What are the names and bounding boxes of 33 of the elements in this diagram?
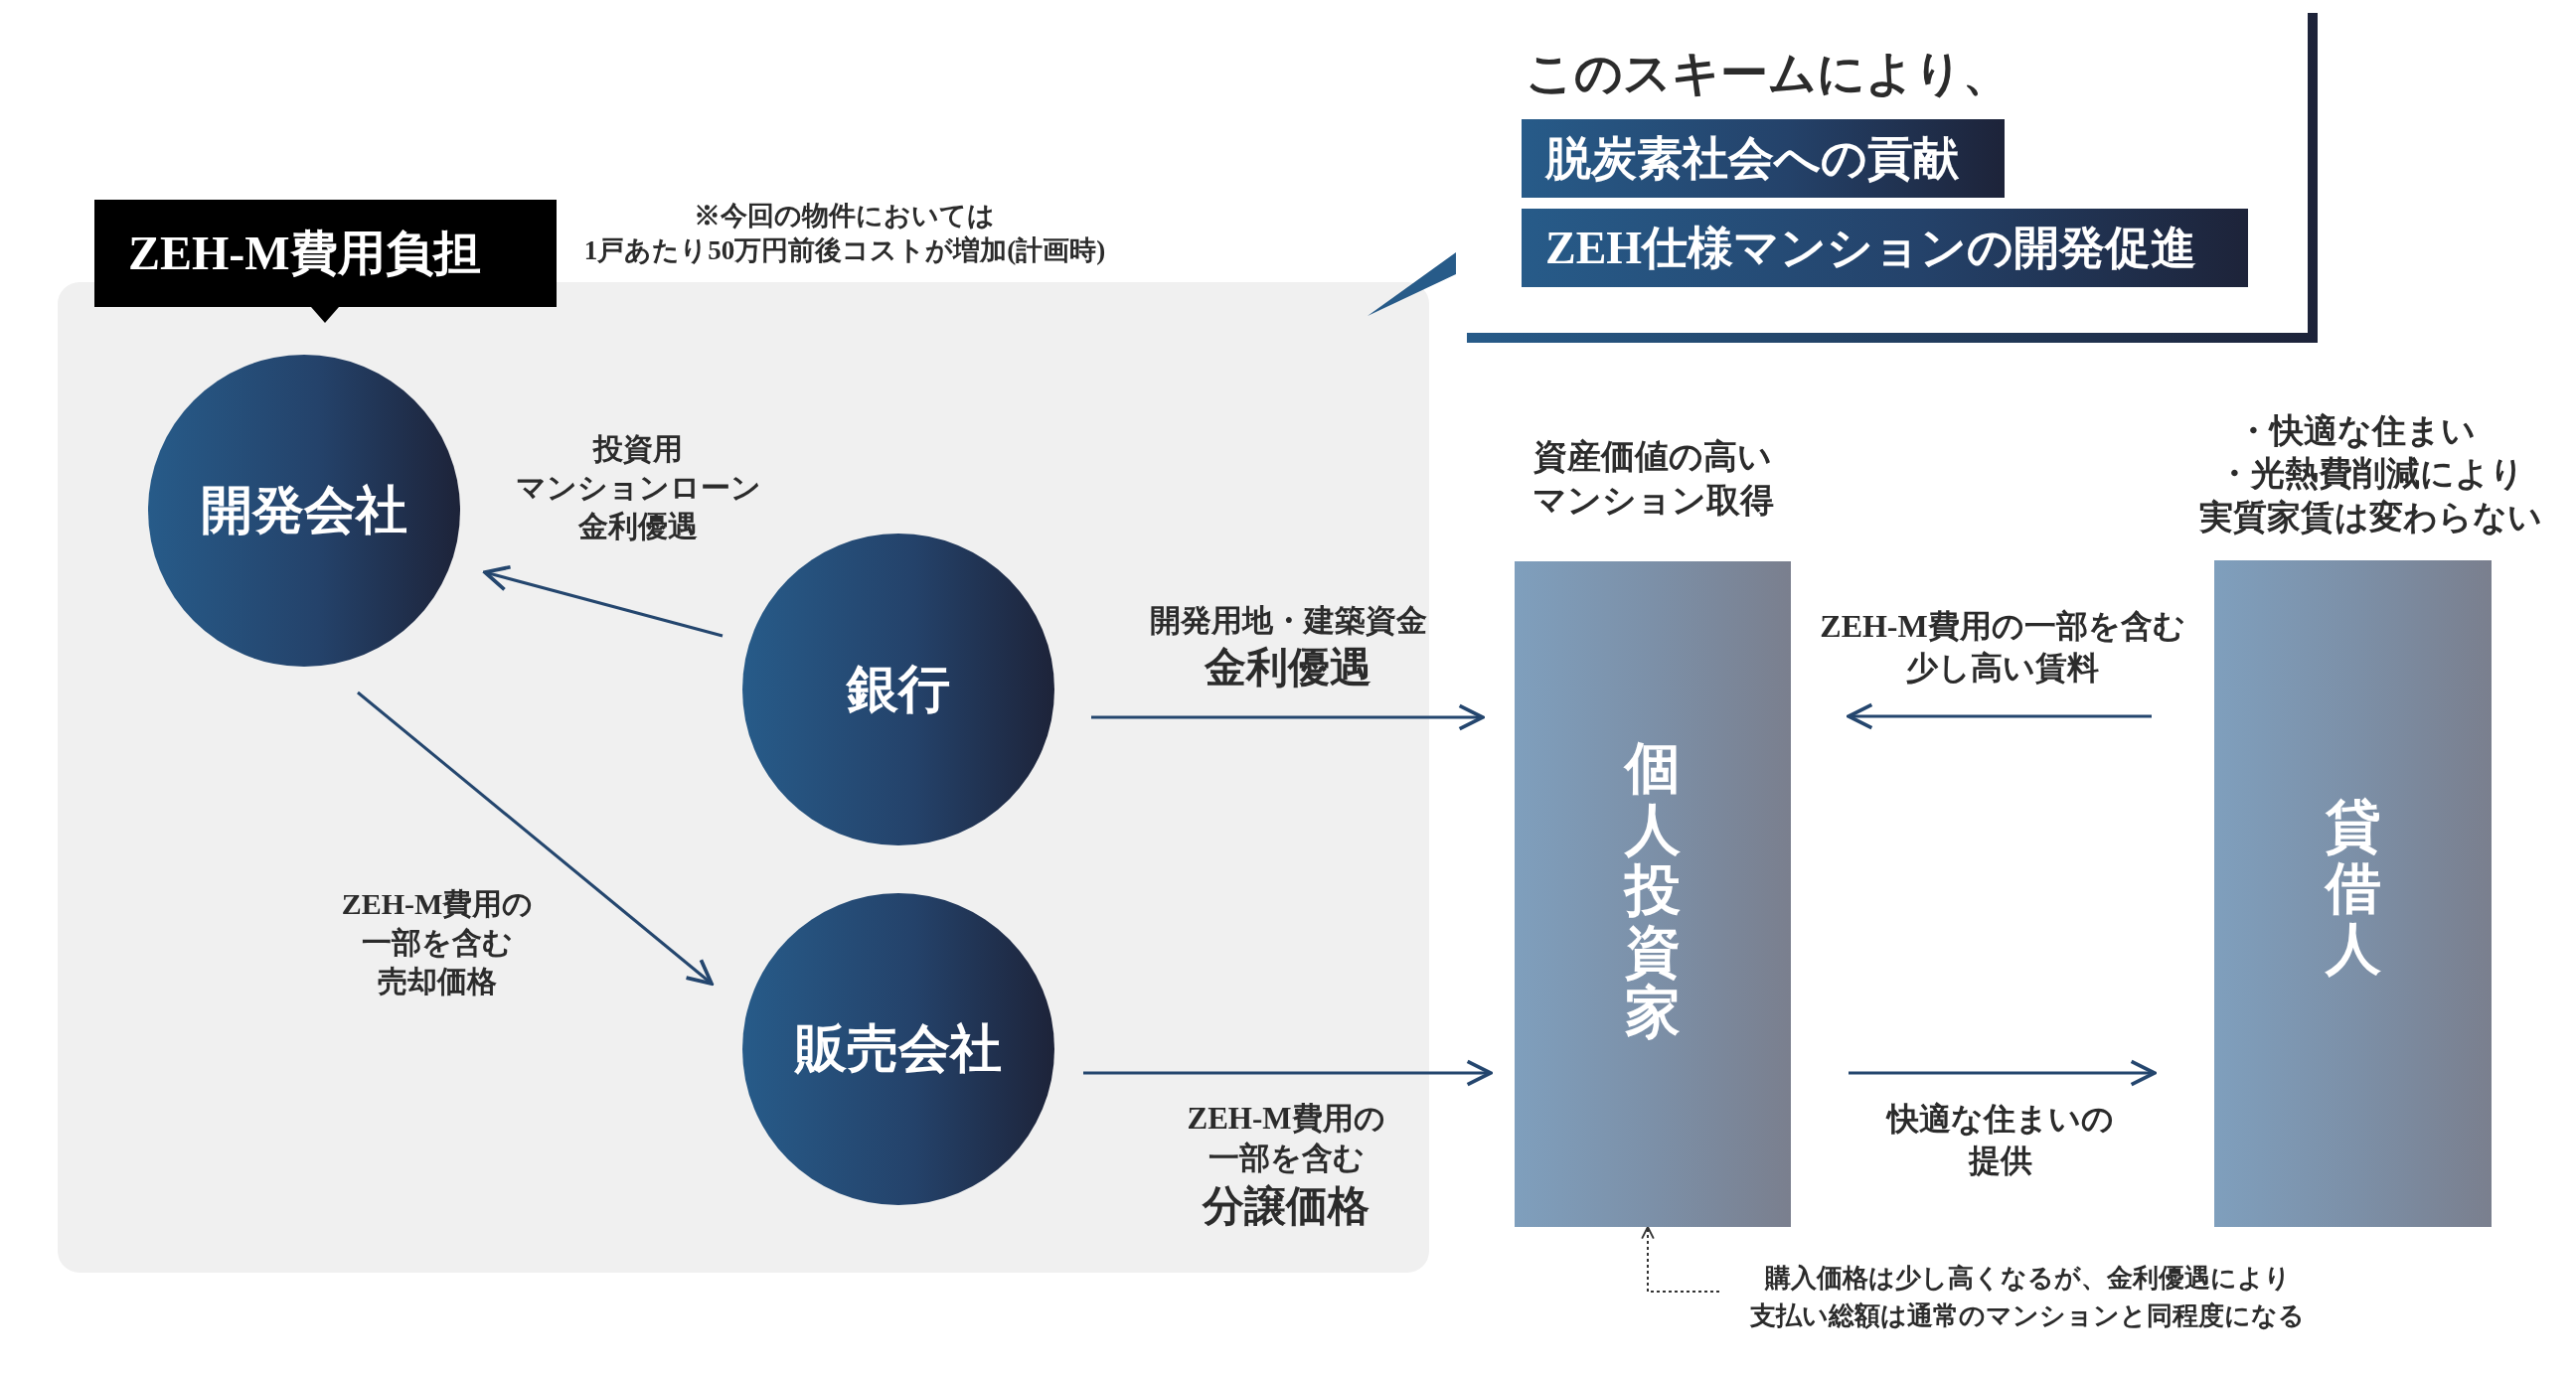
- node-caption: 資産価値の高いマンション取得: [1531, 437, 1774, 522]
- panel-background: [58, 282, 1429, 1273]
- dotted-arrow: [1641, 1226, 1720, 1293]
- organization-name: 販売会社: [795, 1019, 1002, 1079]
- note-text: 購入価格は少し高くなるが、金利優遇により支払い総額は通常のマンションと同程度になる: [1749, 1263, 2306, 1332]
- badge-label: ZEH-M費用負担: [128, 226, 481, 281]
- edge-label: 投資用マンションローン金利優遇: [515, 431, 761, 544]
- edge-label: ZEH-M費用の一部を含む分譲価格: [1187, 1100, 1385, 1231]
- highlight-banner: [1522, 119, 2005, 198]
- party-bar: [2214, 560, 2492, 1227]
- arrow: [1083, 1059, 1493, 1087]
- organization-name: 銀行: [847, 660, 950, 719]
- node-caption: ・快適な住まい: [2235, 411, 2476, 451]
- highlight-banner: [1522, 209, 2248, 287]
- edge-label: ZEH-M費用の一部を含む売却価格: [341, 886, 534, 999]
- party-bar: [1515, 561, 1791, 1227]
- edge-label: 快適な住まいの提供: [1887, 1100, 2114, 1180]
- banner-label: 脱炭素社会への貢献: [1545, 131, 1959, 186]
- arrow: [1847, 702, 2152, 730]
- heading-text: このスキームにより、: [1526, 46, 2011, 101]
- organization-name: 開発会社: [201, 481, 407, 540]
- party-name: 貸借人: [2325, 797, 2381, 981]
- arrow: [1091, 703, 1485, 731]
- node-caption: ※今回の物件においては1戸あたり50万円前後コストが増加(計画時): [583, 200, 1106, 268]
- label-badge: [94, 200, 557, 307]
- arrow: [1849, 1059, 2157, 1087]
- arrow: [483, 564, 724, 638]
- arrow: [357, 690, 714, 986]
- edge-label: ZEH-M費用の一部を含む少し高い賃料: [1820, 607, 2185, 688]
- edge-label: 開発用地・建築資金金利優遇: [1149, 602, 1427, 693]
- node-caption: ・光熱費削減により実質家賃は変わらない: [2198, 454, 2542, 538]
- banner-label: ZEH仕様マンションの開発促進: [1545, 221, 2197, 275]
- party-name: 個人投資家: [1625, 738, 1681, 1044]
